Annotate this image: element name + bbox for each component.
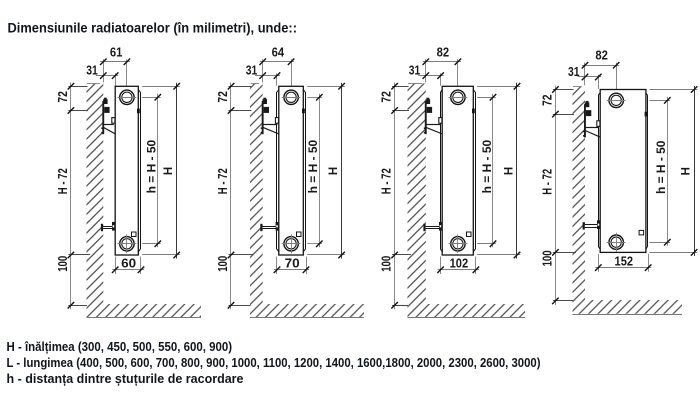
svg-text:L - lungimea (400, 500, 600, 7: L - lungimea (400, 500, 600, 700, 800, 9… [7,356,541,370]
svg-text:60: 60 [121,257,136,271]
svg-text:72: 72 [56,91,70,103]
svg-text:152: 152 [615,254,634,268]
svg-text:H: H [504,167,516,175]
svg-text:64: 64 [272,45,285,59]
svg-text:102: 102 [450,257,469,271]
svg-text:h = H - 50: h = H - 50 [654,140,668,194]
svg-text:Dimensiunile radiatoarelor (în: Dimensiunile radiatoarelor (în milimetri… [8,20,298,36]
svg-text:H - 72: H - 72 [380,168,394,194]
svg-text:100: 100 [216,256,230,272]
svg-text:72: 72 [216,91,230,103]
svg-text:31: 31 [409,63,421,77]
svg-text:82: 82 [437,45,450,59]
svg-text:82: 82 [595,49,608,63]
svg-text:100: 100 [380,256,394,272]
svg-text:h = H - 50: h = H - 50 [480,140,494,194]
svg-text:H - înălțimea (300, 450, 500,: H - înălțimea (300, 450, 500, 550, 600, … [7,340,233,354]
svg-text:H: H [328,167,340,175]
svg-text:61: 61 [110,45,123,59]
svg-text:70: 70 [285,257,300,271]
svg-text:H - 72: H - 72 [56,168,70,194]
svg-text:100: 100 [540,250,554,266]
svg-text:31: 31 [568,65,580,79]
svg-text:31: 31 [86,63,98,77]
svg-text:h = H - 50: h = H - 50 [306,140,320,194]
svg-text:H: H [163,167,175,175]
svg-text:100: 100 [56,256,70,272]
svg-text:h - distanța dintre ștuțurile: h - distanța dintre ștuțurile de racorda… [7,372,244,386]
svg-text:72: 72 [540,95,554,107]
svg-text:H - 72: H - 72 [216,168,230,194]
svg-text:31: 31 [246,63,258,77]
svg-text:H - 72: H - 72 [540,169,554,195]
svg-text:H: H [681,167,693,175]
svg-text:72: 72 [380,91,394,103]
svg-text:h = H - 50: h = H - 50 [145,140,159,194]
